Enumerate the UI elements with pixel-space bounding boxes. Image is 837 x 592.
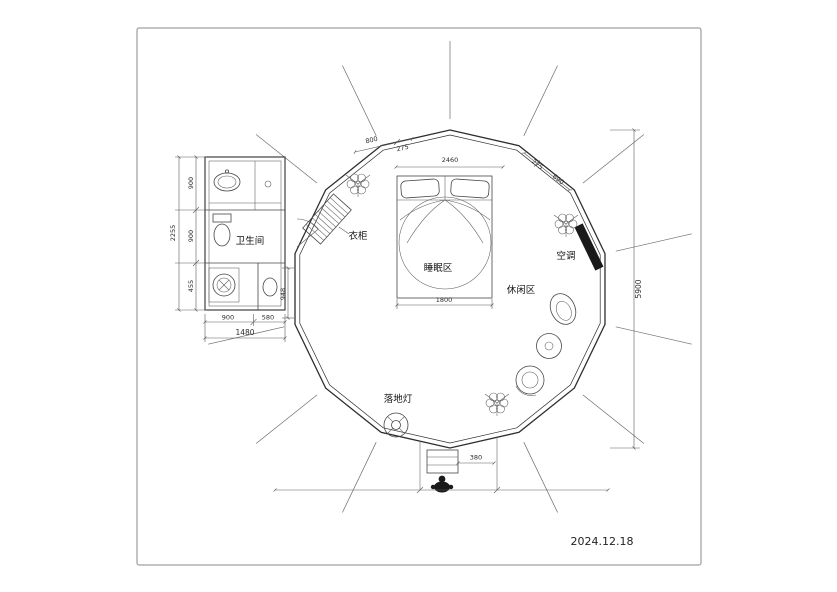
entry-steps [426, 449, 459, 474]
dim-top-span: 2460 [442, 156, 459, 164]
lounge-chair-bottom [515, 365, 545, 396]
dim-bath-h-seg1: 900 [187, 177, 195, 189]
leisure-furniture [515, 293, 577, 396]
sink-fixture [209, 161, 281, 210]
plant-icon [484, 392, 510, 416]
pillow-left [400, 178, 440, 199]
ac-unit [574, 223, 604, 271]
dim-bed-width: 1800 [436, 296, 453, 304]
dim-top-seg1: 800 [365, 135, 379, 146]
floor-lamp-label: 落地灯 [384, 393, 413, 405]
round-table-center [544, 341, 554, 351]
dim-entry-width: 380 [470, 454, 482, 462]
floor-lamp-icon [383, 412, 409, 438]
quilt-circle [398, 196, 492, 290]
bathroom-label: 卫生间 [236, 235, 265, 247]
toilet-fixture [212, 213, 232, 247]
dim-bath-h-seg2: 900 [187, 230, 195, 242]
dim-bath-passage: 948 [279, 288, 287, 300]
dim-bath-h-seg3: 455 [187, 280, 195, 292]
dim-bath-width-total: 1480 [235, 328, 254, 337]
room-labels: 卫生间 衣柜 睡眠区 休闲区 空调 落地灯 [236, 230, 576, 405]
lounge-chair-top [549, 293, 577, 325]
bed [396, 175, 493, 299]
dim-bath-height-total: 2255 [169, 225, 177, 242]
bathroom [204, 156, 319, 311]
washer-fixture [208, 267, 240, 303]
wardrobe-leader-line [338, 226, 350, 235]
dim-bath-w-seg2: 580 [262, 314, 274, 322]
dim-top-seg2: 275 [396, 143, 410, 154]
dim-plan-height: 5900 [634, 279, 643, 298]
room-outline [294, 129, 606, 449]
pillow-right [450, 178, 490, 199]
entry [419, 437, 498, 493]
wardrobe-ladder [302, 193, 352, 245]
leisure-area-label: 休闲区 [507, 284, 536, 296]
plant-icon [345, 173, 371, 197]
round-table [536, 333, 562, 359]
basin-fixture [262, 277, 278, 297]
air-conditioner-label: 空调 [556, 250, 575, 262]
plant-icon [553, 213, 579, 237]
wardrobe-label: 衣柜 [348, 230, 368, 242]
roof-rays [208, 41, 692, 513]
dim-ne-seg1: 275 [530, 157, 545, 171]
sheet-border [136, 27, 702, 566]
dim-bath-w-seg1: 900 [222, 314, 234, 322]
sleeping-area-label: 睡眠区 [424, 262, 453, 274]
drawing-date: 2024.12.18 [571, 535, 634, 548]
dimension-lines [175, 128, 640, 494]
